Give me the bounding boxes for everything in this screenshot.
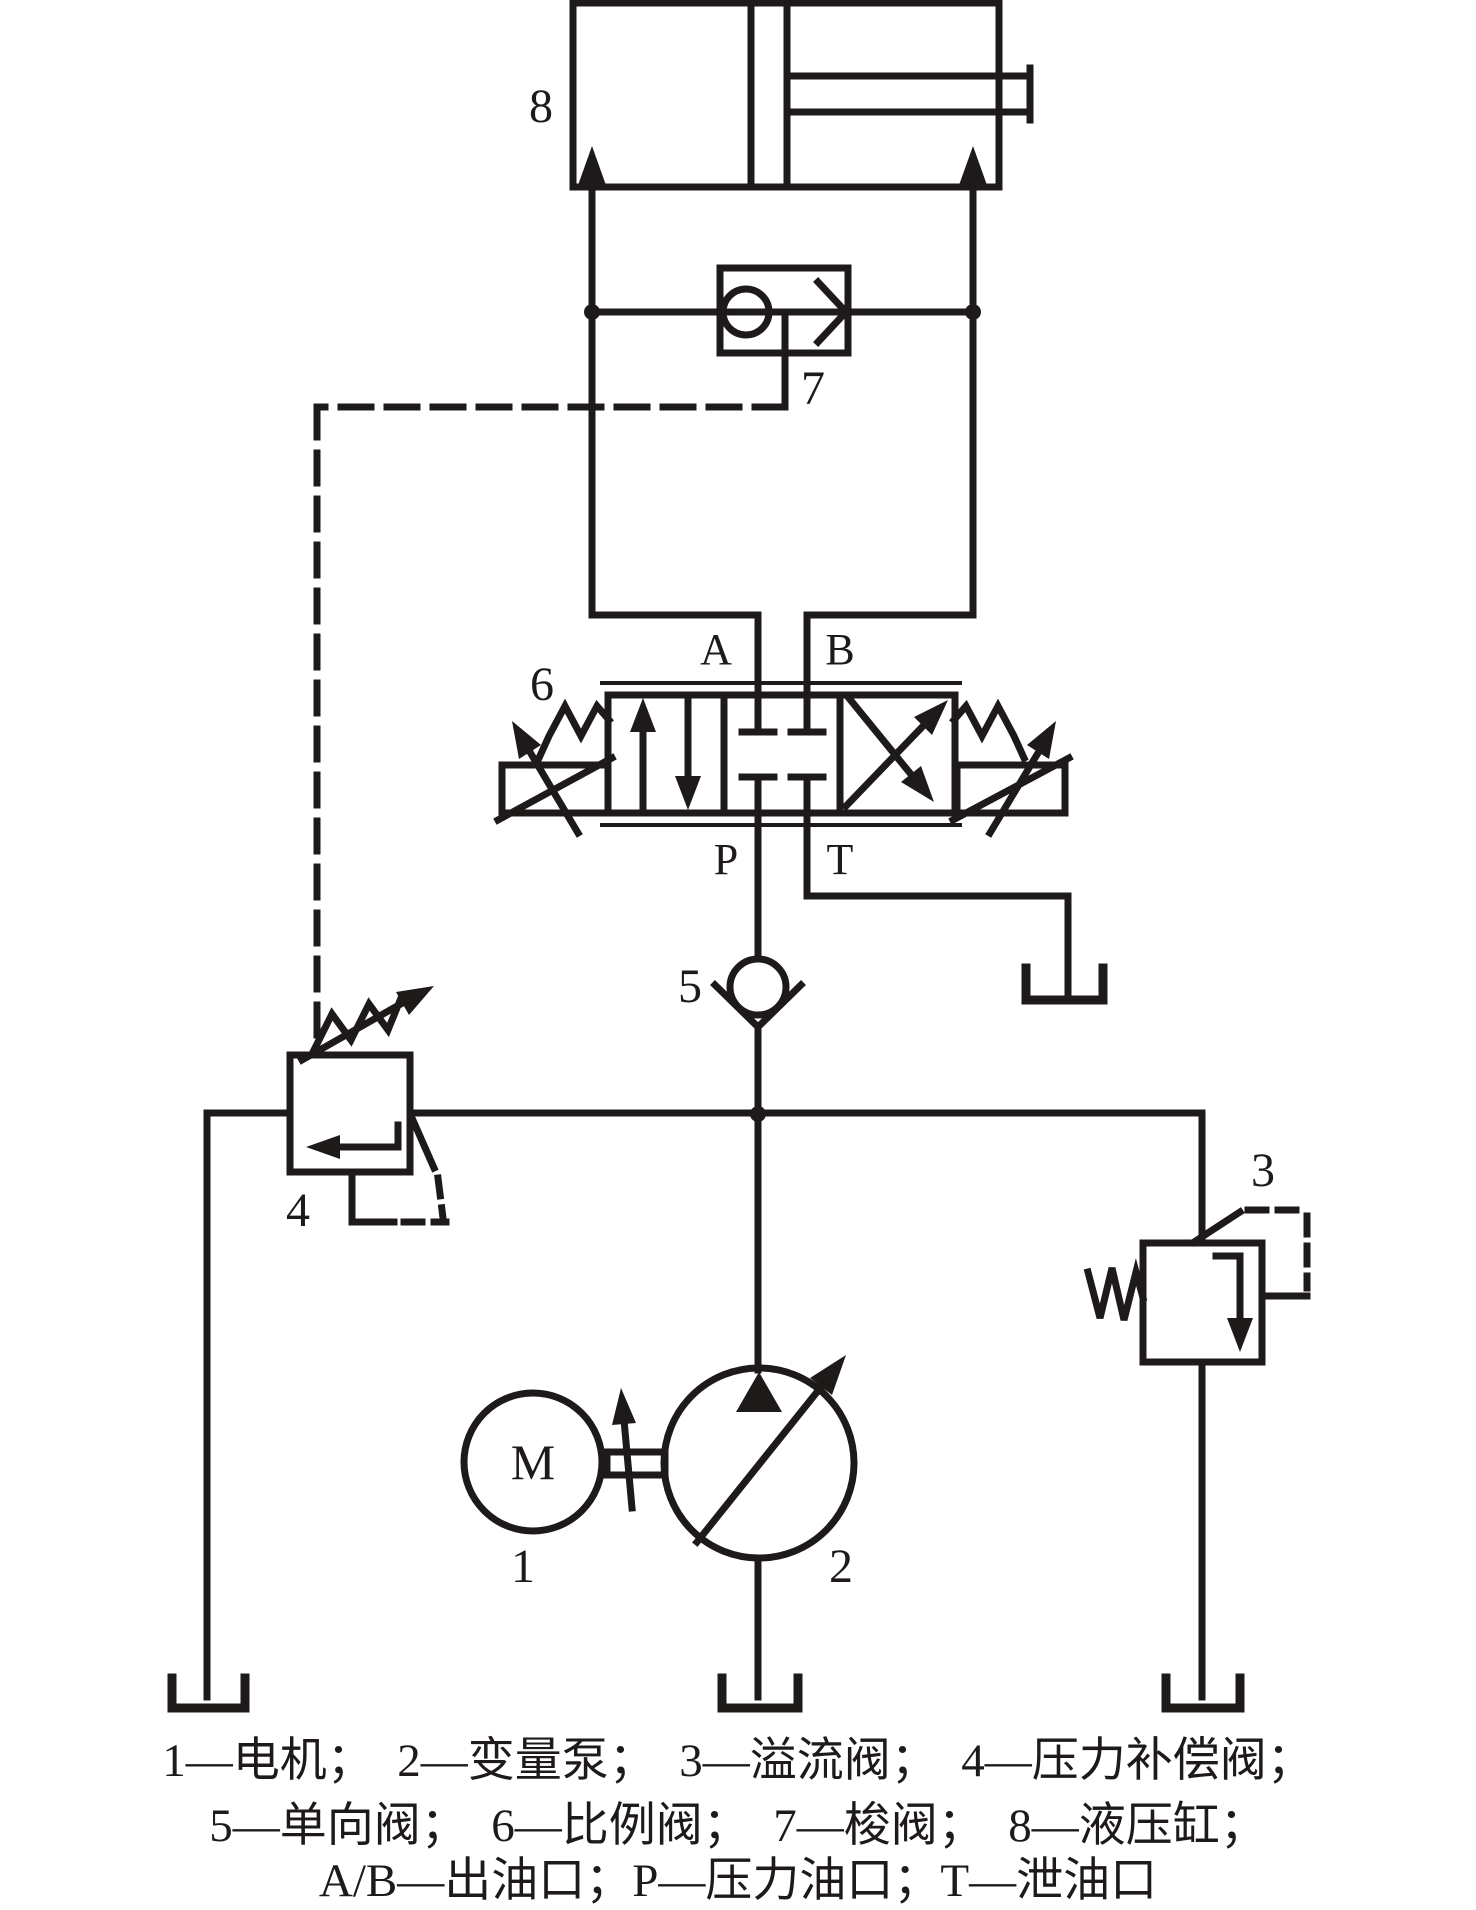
relief-spring [1083, 1258, 1148, 1321]
hydraulic-cylinder: 8 [529, 0, 1034, 191]
comp-valve-adjust-shaft [297, 996, 411, 1065]
solenoid-left-arrow-shaft [522, 742, 583, 838]
tank-left [167, 1673, 250, 1713]
spring-right [949, 698, 1029, 763]
variable-pump: 2 [660, 1355, 858, 1701]
spring-left [534, 698, 614, 763]
electric-motor: M 1 [460, 1388, 669, 1593]
comp-valve-pilot-dash [434, 1174, 447, 1222]
label-motor: 1 [511, 1540, 535, 1593]
label-prop-valve: 6 [530, 658, 554, 711]
label-port-p: P [714, 835, 738, 884]
solenoid-right-box [953, 761, 1069, 817]
comp-valve-spring [309, 993, 406, 1055]
solenoid-right-arrow-shaft [985, 743, 1046, 838]
flow-arrow-down-head [675, 776, 701, 810]
relief-pilot-diag [1189, 1207, 1245, 1247]
legend-line-1: 1—电机； 2—变量泵； 3—溢流阀； 4—压力补偿阀； [162, 1735, 1314, 1787]
solenoid-right-cross [948, 753, 1074, 825]
motor-shaft-coupling [603, 1448, 669, 1479]
solenoid-left [493, 698, 617, 838]
tank-t-drain [1021, 963, 1108, 1005]
pilot-line-dashed [313, 403, 789, 1059]
shuttle-valve: 7 [584, 264, 981, 415]
tanks [167, 1673, 1245, 1713]
check-valve: 5 [678, 955, 806, 1118]
legend-line-3: A/B—出油口；P—压力油口；T—泄油口 [319, 1855, 1157, 1907]
solenoid-left-box [498, 761, 612, 817]
pump-variable-shaft [692, 1377, 830, 1547]
label-relief-valve: 3 [1251, 1144, 1275, 1197]
p-t-lines [754, 809, 1108, 1005]
comp-valve-pilot-diag [407, 1113, 439, 1173]
relief-valve: 3 [1083, 1144, 1311, 1701]
label-port-b: B [825, 625, 854, 674]
shuttle-ball [719, 285, 773, 339]
port-arrow-left [577, 146, 607, 188]
label-check-valve: 5 [678, 960, 702, 1013]
tank-right [1161, 1673, 1245, 1713]
comp-valve-flow-path [332, 1121, 402, 1151]
comp-valve-drain [348, 1168, 398, 1226]
junction-dot-right [965, 304, 981, 320]
solenoid-right [948, 698, 1074, 838]
label-port-a: A [700, 625, 732, 674]
junction-dot-left [584, 304, 600, 320]
port-arrow-right [958, 146, 988, 188]
cylinder-to-valve-lines [588, 184, 977, 699]
label-cylinder: 8 [529, 80, 553, 133]
pressure-comp-valve: 4 [286, 986, 450, 1237]
motor-circle [460, 1389, 606, 1535]
cross-arrow-2-head [901, 766, 934, 802]
check-ball [726, 955, 790, 1019]
comp-valve-box [286, 1051, 414, 1176]
cross-arrow-2-shaft [843, 692, 919, 783]
manifold-lines [203, 1106, 1206, 1701]
flow-arrow-up-head [630, 698, 656, 732]
pump-outlet-triangle [736, 1372, 782, 1412]
label-pump: 2 [829, 1540, 853, 1593]
label-comp-valve: 4 [286, 1184, 310, 1237]
proportional-valve: 6 A B P T [493, 625, 1074, 884]
cross-arrow-1-head [914, 700, 948, 735]
label-shuttle: 7 [801, 362, 825, 415]
shaft-arrow-head [612, 1388, 636, 1425]
comp-valve-flow-arrow [306, 1135, 340, 1159]
tank-center [717, 1673, 803, 1713]
legend-line-2: 5—单向阀； 6—比例阀； 7—梭阀； 8—液压缸； [209, 1800, 1267, 1852]
comp-valve-adjust-arrow [396, 986, 434, 1015]
relief-flow-arrow [1227, 1318, 1253, 1352]
label-port-t: T [827, 835, 854, 884]
relief-flow-path [1212, 1252, 1244, 1330]
legend: 1—电机； 2—变量泵； 3—溢流阀； 4—压力补偿阀； 5—单向阀； 6—比例… [162, 1735, 1314, 1907]
relief-box [1139, 1239, 1266, 1366]
shuttle-seat-chevron [813, 277, 851, 347]
solenoid-right-arrow-head [1027, 721, 1056, 759]
pump-variable-arrow [810, 1355, 846, 1395]
cross-arrow-1-shaft [841, 718, 931, 811]
solenoid-left-arrow-head [512, 721, 541, 759]
shaft-arrow-shaft [620, 1416, 636, 1512]
valve-body [604, 691, 959, 817]
label-motor-m: M [511, 1434, 555, 1490]
manifold-left-branch [203, 1109, 294, 1701]
t-line [803, 809, 1072, 1000]
